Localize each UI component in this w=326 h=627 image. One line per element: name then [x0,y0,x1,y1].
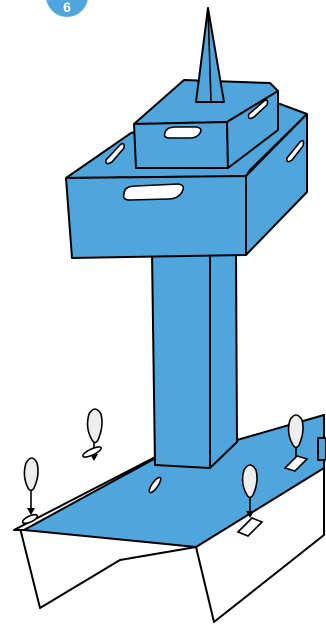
peg-left [21,458,38,525]
step-badge: 6 [46,0,88,17]
peg-second [82,409,103,461]
peg-icon [88,409,102,443]
middle-box-handle-front [124,184,184,200]
column-left-face [152,253,210,468]
spire [196,8,224,102]
peg-icon [24,458,38,491]
step-number: 6 [63,0,71,15]
top-box-handle-front [165,127,201,138]
column-right-face [210,253,237,468]
column [152,253,237,468]
base-tab [318,438,326,460]
